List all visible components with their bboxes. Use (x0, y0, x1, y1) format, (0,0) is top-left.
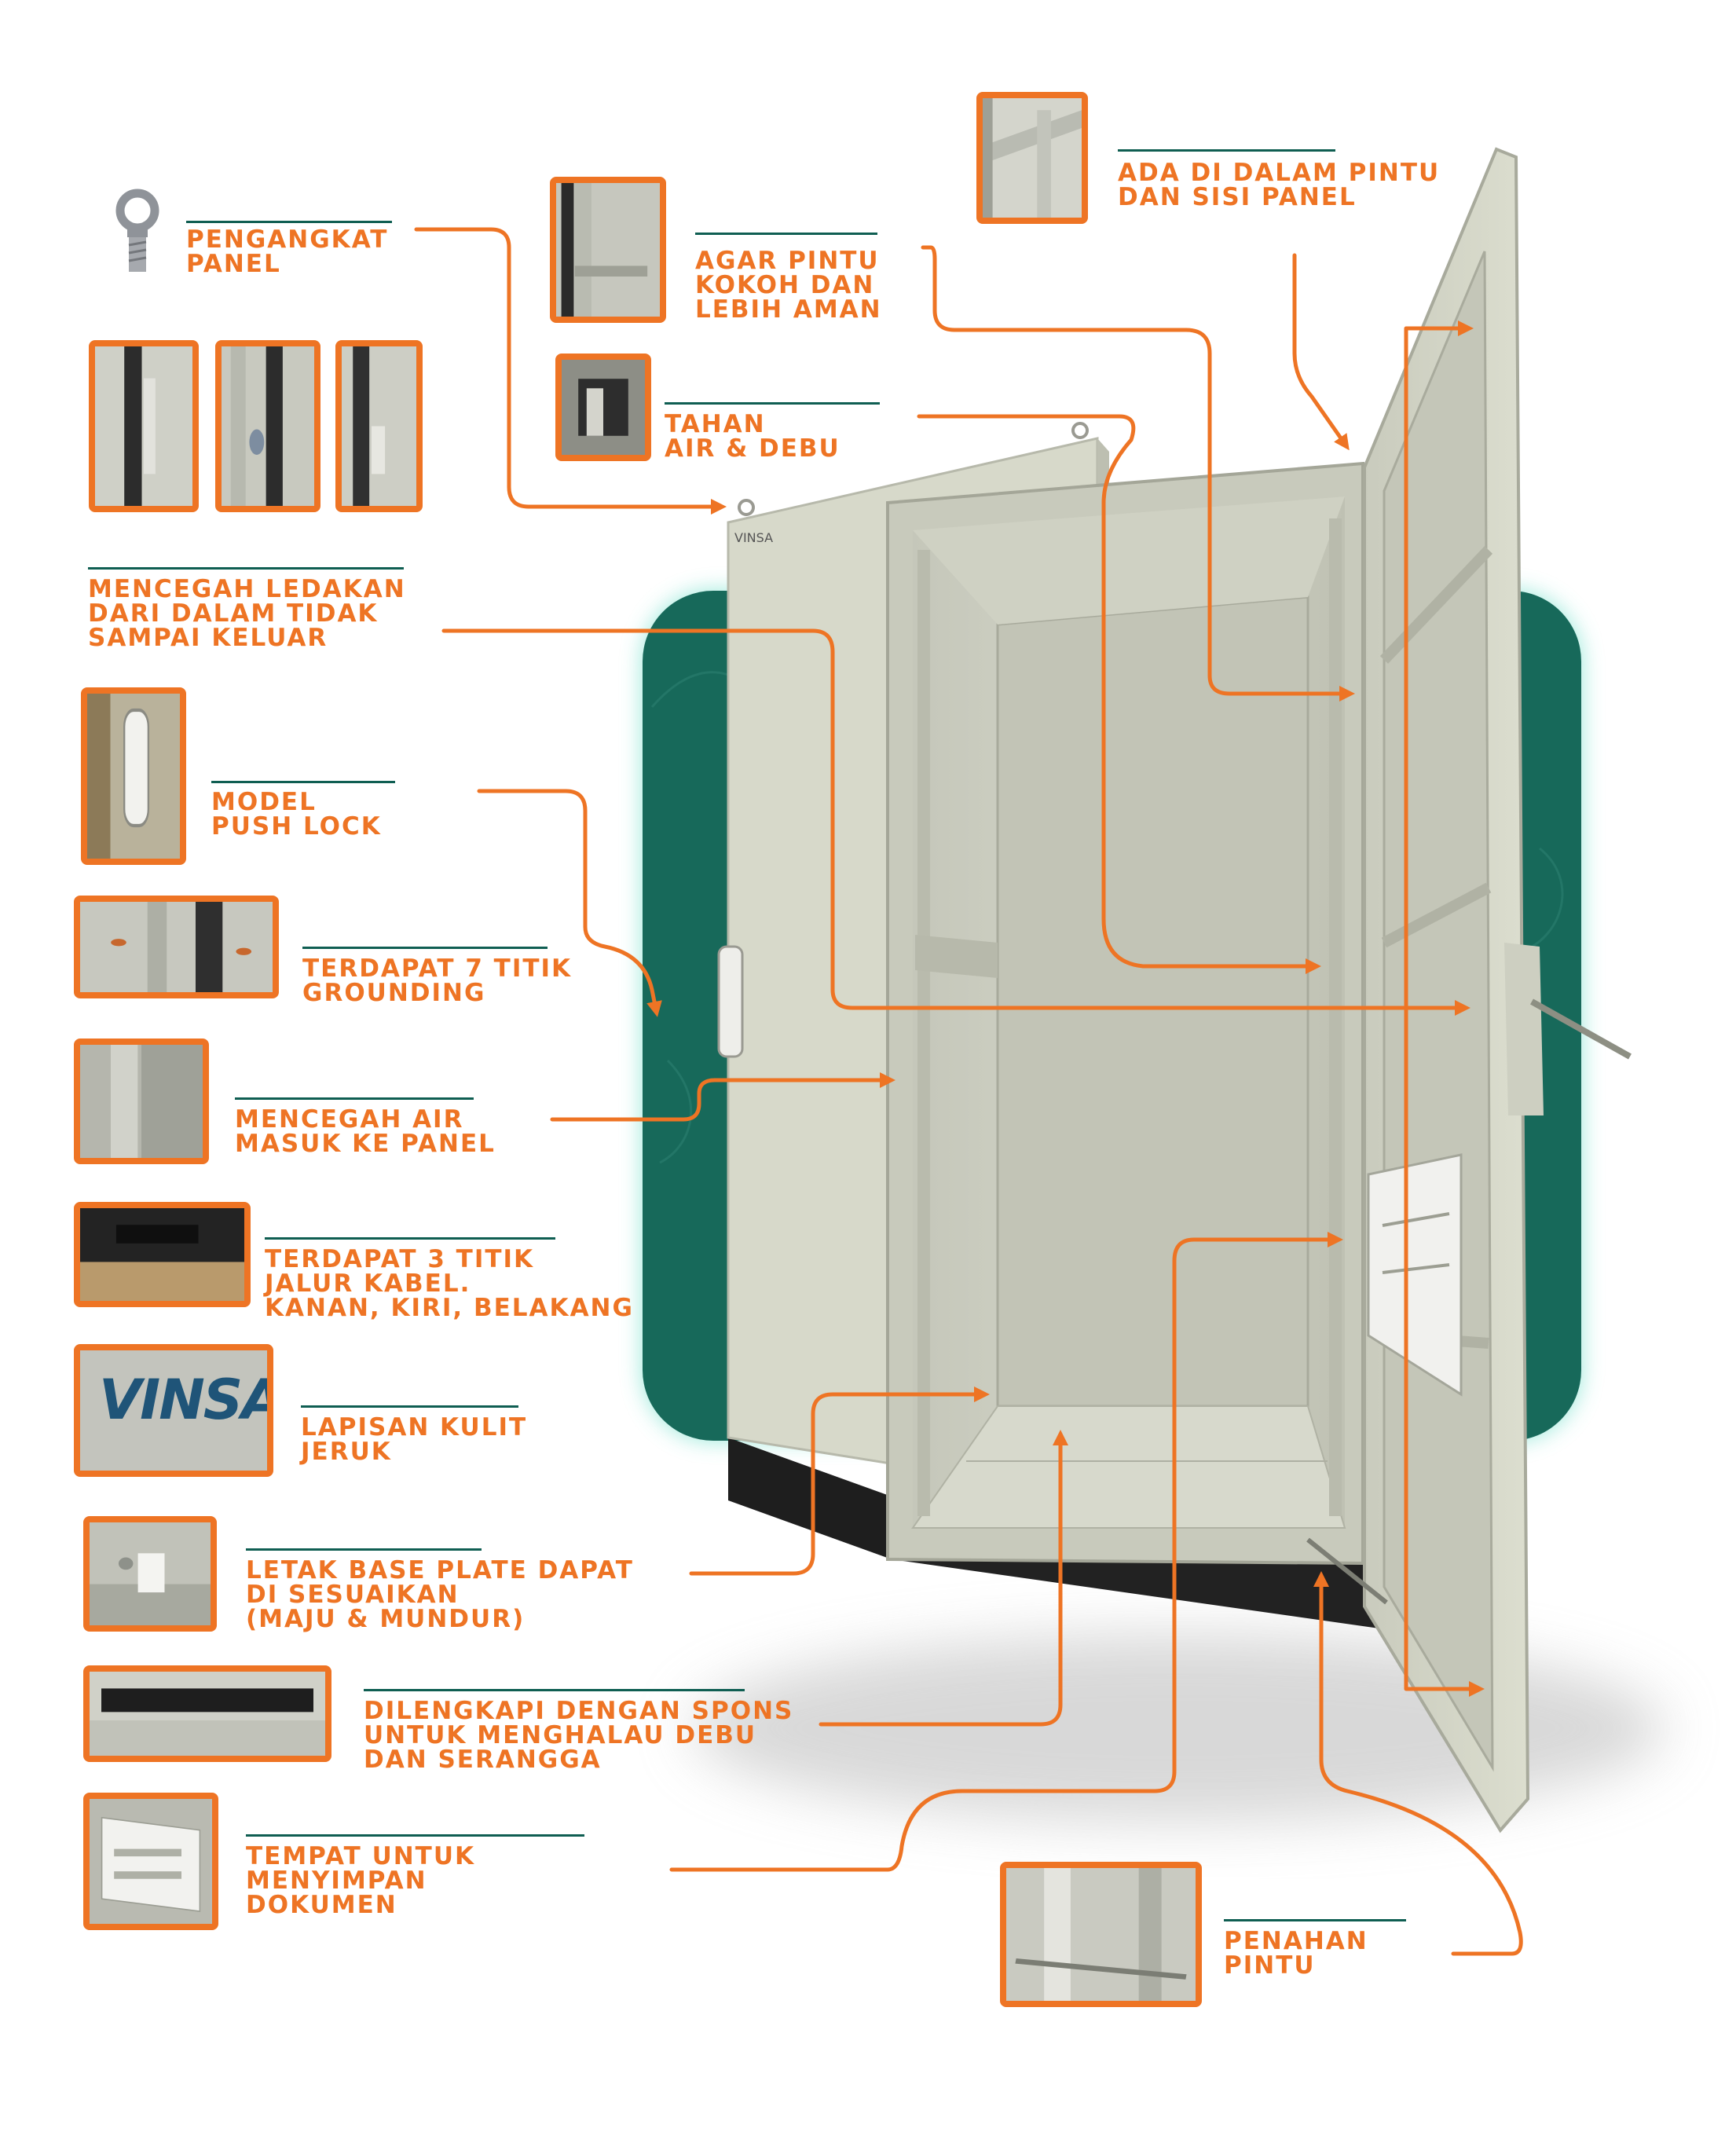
thumb-base-plate (83, 1516, 217, 1632)
thumb-grounding (74, 896, 279, 998)
line-tahan-air (917, 414, 1321, 974)
door-logo: VINSA (734, 530, 773, 545)
rule-base-plate (246, 1548, 482, 1551)
thumb-logo-text: VINSA (99, 1368, 273, 1432)
eye-bolt-icon (115, 189, 159, 272)
line-mencegah-air (550, 1072, 895, 1122)
thumb-door-stay (1000, 1862, 1202, 2007)
cabinet-illustration: VINSA (717, 147, 1632, 1833)
thumb-door-lock-1 (89, 340, 199, 512)
rule-jalur-kabel (265, 1237, 555, 1240)
thumb-sponge (83, 1665, 331, 1762)
rule-ada-di-dalam (1118, 149, 1335, 152)
thumb-logo-texture: VINSA (74, 1344, 273, 1477)
thumb-gasket (555, 354, 651, 461)
thumb-door-hinge (550, 177, 666, 323)
line-top-right (1404, 321, 1474, 478)
line-base-plate (689, 1387, 990, 1576)
line-dokumen (669, 1232, 1343, 1872)
line-push-lock (477, 789, 662, 1017)
line-mencegah-ledakan (441, 628, 1470, 1016)
thumb-document-pocket (83, 1793, 218, 1930)
thumb-seal (74, 1039, 209, 1164)
rule-spons (364, 1689, 745, 1691)
callout-lines (414, 227, 1523, 1956)
thumb-cable-entry (74, 1202, 251, 1307)
thumb-door-corner (976, 92, 1088, 224)
line-agar-pintu (921, 245, 1355, 702)
rule-dokumen (246, 1834, 584, 1837)
rule-kulit-jeruk (301, 1405, 518, 1408)
line-ada-di-dalam (1292, 253, 1350, 451)
rule-grounding (302, 947, 548, 949)
rule-push-lock (211, 781, 395, 783)
thumb-door-lock-2 (215, 340, 320, 512)
line-bottom-right (1404, 473, 1485, 1697)
rule-pengangkat (186, 221, 392, 223)
line-penahan-pintu (1313, 1571, 1523, 1956)
line-pengangkat (414, 227, 727, 515)
rule-tahan-air (665, 402, 880, 405)
rule-mencegah-ledakan (88, 567, 404, 570)
thumb-push-lock (81, 687, 186, 865)
rule-penahan-pintu (1224, 1919, 1406, 1921)
thumb-door-lock-3 (335, 340, 423, 512)
line-spons (819, 1430, 1068, 1727)
rule-mencegah-air (235, 1097, 474, 1100)
rule-agar-pintu (695, 233, 877, 235)
